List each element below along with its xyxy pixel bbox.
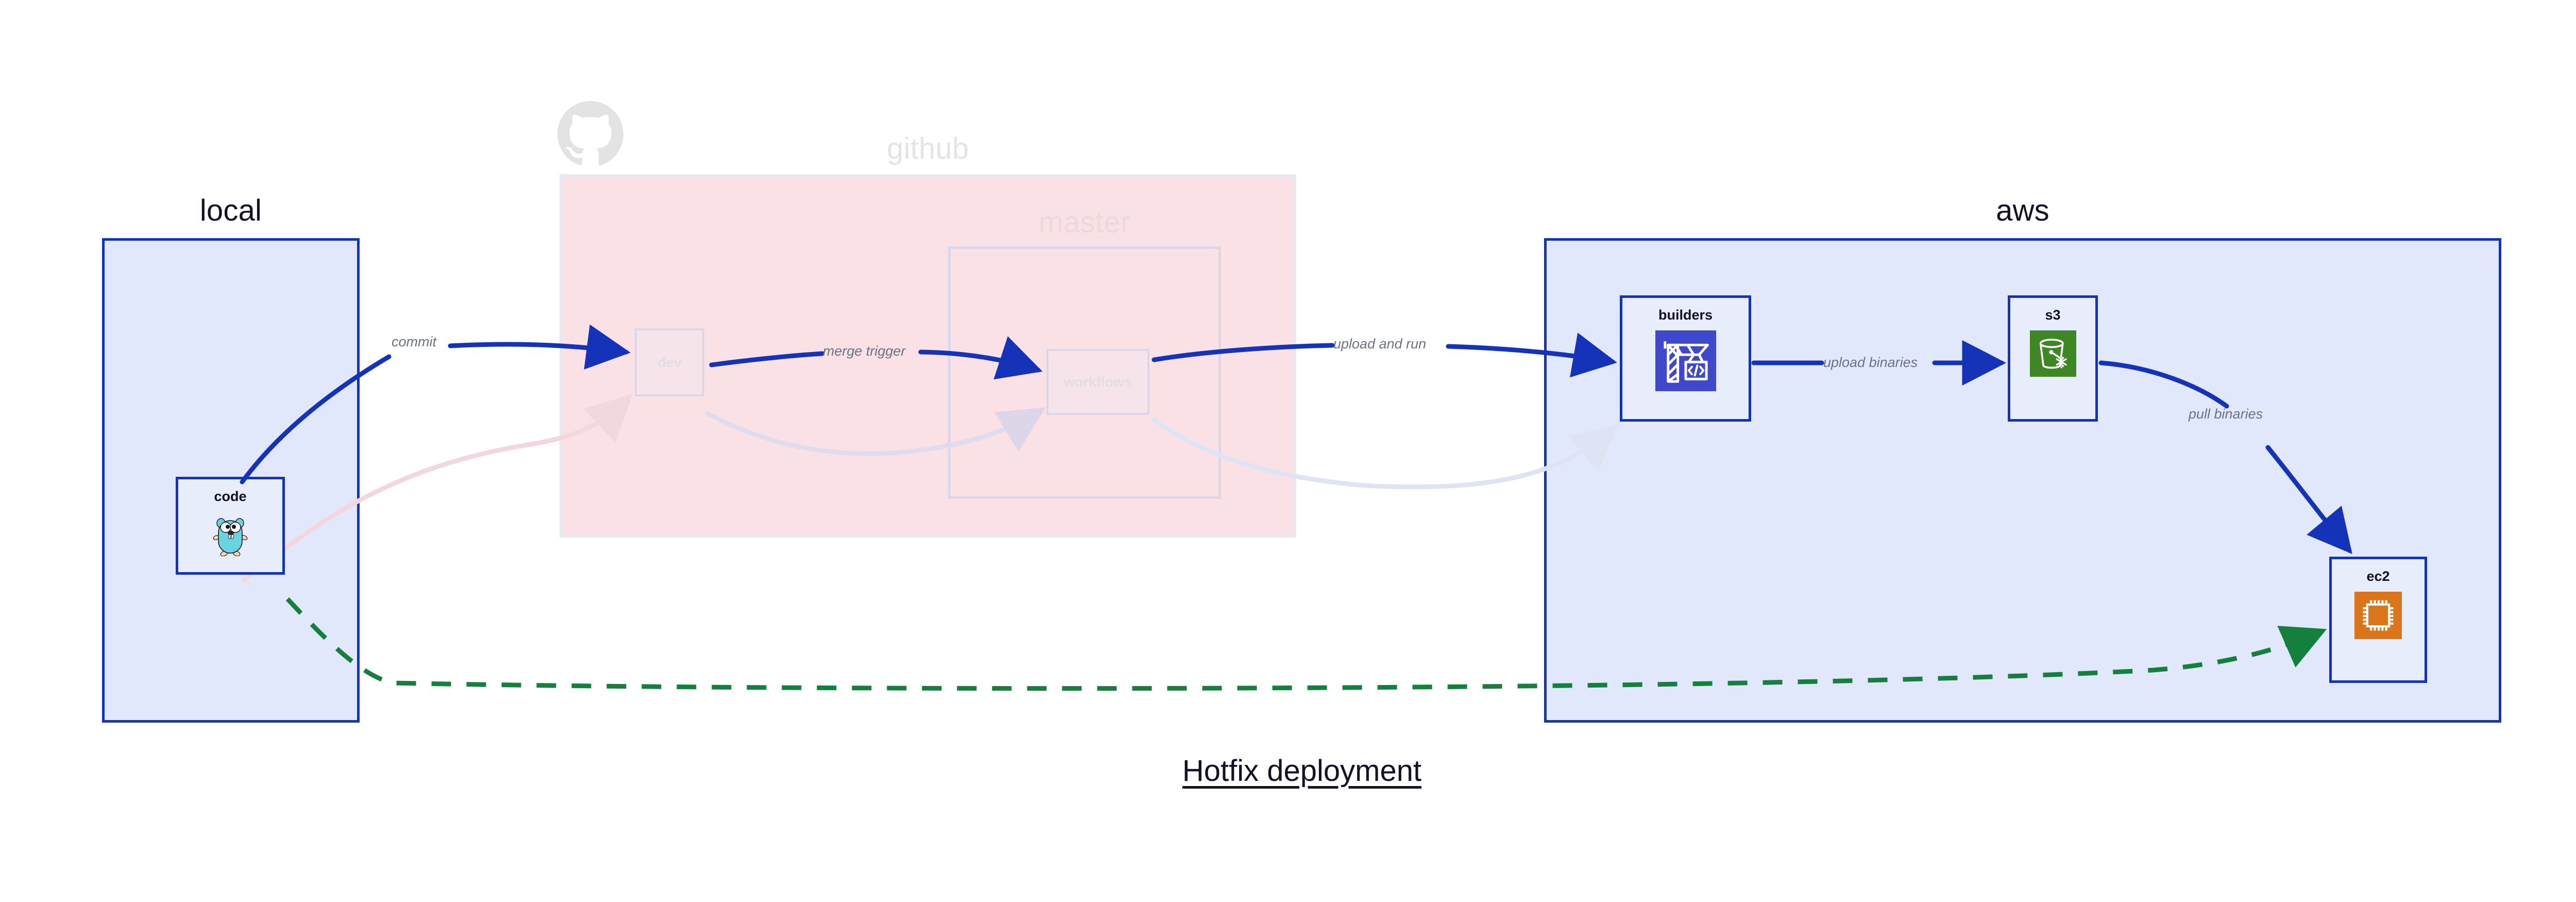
cluster-label-aws: aws <box>1996 194 2049 227</box>
aws-ec2-icon <box>2354 592 2402 642</box>
github-octocat-logo <box>557 101 623 170</box>
node-code-label: code <box>214 489 247 504</box>
go-gopher-icon <box>212 512 248 559</box>
edge-label-commit: commit <box>392 334 436 349</box>
node-workflows[interactable]: workflows <box>1046 349 1149 415</box>
node-dev[interactable]: dev <box>635 328 704 396</box>
node-ec2-label: ec2 <box>2366 569 2390 584</box>
cluster-label-local: local <box>199 194 262 227</box>
node-builders[interactable]: builders <box>1620 295 1751 422</box>
cluster-label-github: github <box>887 132 969 165</box>
aws-codebuild-icon <box>1655 330 1716 394</box>
node-code[interactable]: code <box>176 477 285 575</box>
diagram-title: Hotfix deployment <box>1182 754 1422 788</box>
node-workflows-label: workflows <box>1063 374 1132 390</box>
node-builders-label: builders <box>1658 307 1713 323</box>
node-s3[interactable]: s3 <box>2008 295 2098 422</box>
aws-s3-glacier-icon <box>2029 330 2076 379</box>
edge-label-upload-and-run: upload and run <box>1333 336 1427 352</box>
node-ec2[interactable]: ec2 <box>2329 557 2427 683</box>
node-dev-label: dev <box>657 354 682 370</box>
node-s3-label: s3 <box>2045 307 2061 323</box>
edge-label-pull-binaries: pull binaries <box>2189 406 2263 422</box>
edge-label-merge-trigger: merge trigger <box>823 343 906 359</box>
edge-label-upload-binaries: upload binaries <box>1823 355 1918 370</box>
cluster-label-master: master <box>1038 206 1131 239</box>
